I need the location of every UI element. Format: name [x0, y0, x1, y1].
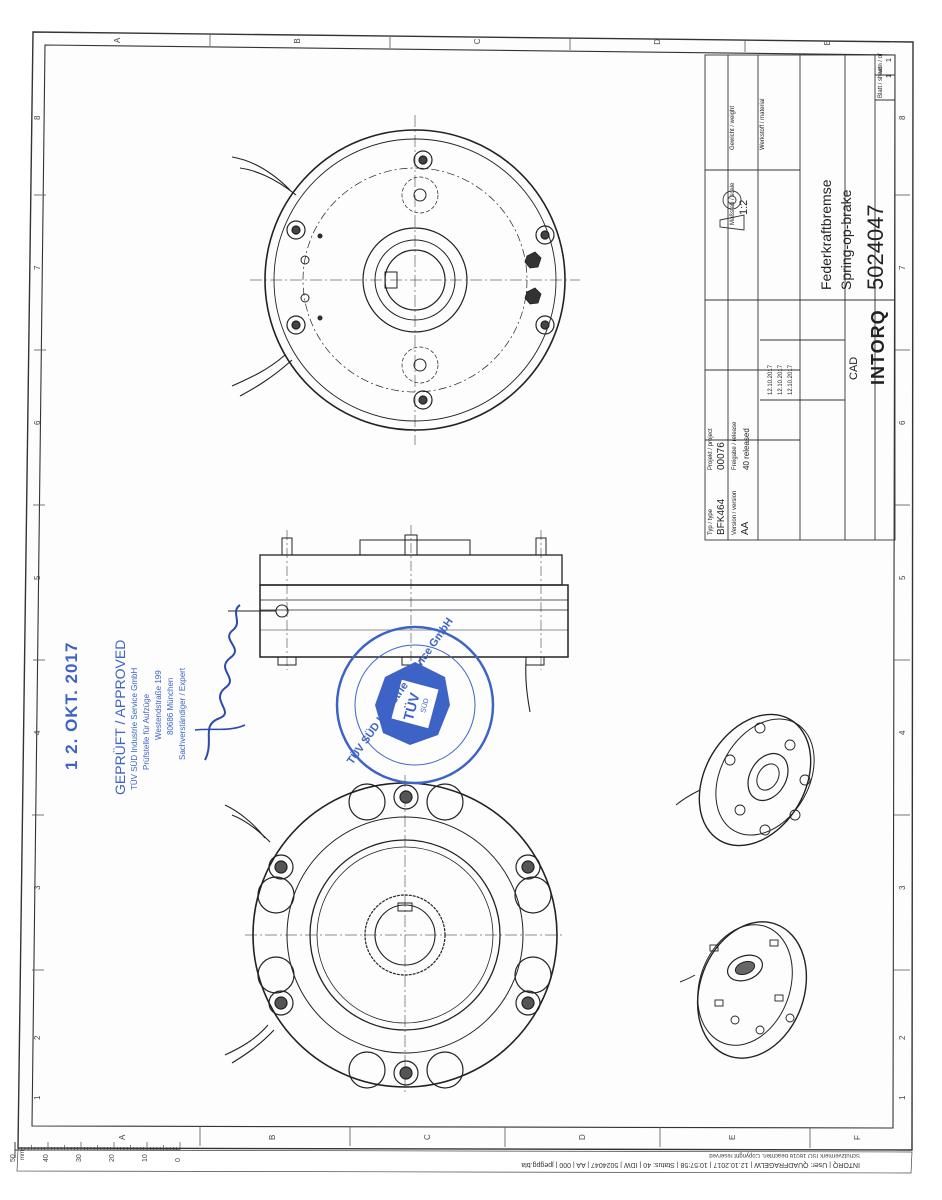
- frame-number-right: 4: [898, 730, 907, 735]
- frame-letter-bottom: C: [423, 1134, 432, 1140]
- frame-letter-top: B: [293, 38, 302, 43]
- frame-letter-top: D: [653, 39, 662, 45]
- stamp-date: 1 2. OKT. 2017: [62, 641, 81, 770]
- date-checked: 12.10.2017: [778, 364, 784, 395]
- version-value: AA: [740, 521, 751, 535]
- frame-letter-bottom: B: [268, 1135, 277, 1140]
- project-label: Projekt / project: [708, 428, 714, 470]
- frame-number-left: 1: [33, 1095, 42, 1100]
- frame-letter-bottom: A: [118, 1134, 127, 1140]
- release-label: Freigabe / release: [732, 421, 738, 470]
- scale-value: 1:2: [738, 199, 750, 215]
- date-drawn: 12.10.2017: [768, 364, 774, 395]
- scale-label: Maßstab / scale: [730, 182, 736, 225]
- frame-letter-bottom: E: [728, 1135, 737, 1140]
- frame-number-left: 7: [33, 265, 42, 270]
- stamp-line-3: Westendstraße 199: [154, 670, 163, 740]
- ruler-tick-label: 10: [142, 1154, 149, 1162]
- title-description-de: Federkraftbremse: [818, 179, 834, 290]
- stamp-line-2: Prüfstelle für Aufzüge: [142, 693, 151, 770]
- frame-number-right: 5: [898, 575, 907, 580]
- version-label: Version / version: [732, 490, 738, 535]
- ruler-unit-label: mm: [20, 1150, 26, 1160]
- frame-number-right: 7: [898, 265, 907, 270]
- of-label: von / of: [878, 53, 884, 73]
- footer-strip: [16, 1149, 913, 1174]
- brake-iso-view-1: [675, 713, 815, 847]
- stamp-heading: GEPRÜFT / APPROVED: [112, 639, 128, 795]
- cad-label: CAD: [848, 356, 860, 380]
- frame-number-left: 6: [33, 420, 42, 425]
- title-description-en: Spring-op-brake: [838, 189, 854, 290]
- inner-frame: [31, 44, 896, 1129]
- frame-number-right: 6: [898, 420, 907, 425]
- brake-side-view: [228, 525, 569, 713]
- of-value: 1: [886, 58, 893, 62]
- frame-number-left: 3: [33, 885, 42, 890]
- ruler-tick-label: 40: [43, 1154, 50, 1162]
- footer-info: INTORQ | User: QUADFRAGELW | 12.10.2017 …: [521, 1161, 860, 1168]
- weight-label: Gewicht / weight: [730, 105, 736, 150]
- frame-number-left: 8: [33, 115, 42, 120]
- type-no-label: Typ / type: [708, 508, 714, 535]
- outer-frame: [17, 31, 914, 1151]
- date-approved: 12.10.2017: [788, 364, 794, 395]
- stamp-line-1: TÜV SÜD Industrie Service GmbH: [130, 667, 139, 790]
- frame-letter-top: E: [823, 40, 832, 45]
- frame-number-right: 3: [898, 885, 907, 890]
- project-value: 00076: [716, 442, 727, 470]
- company-logo: INTORQ: [868, 309, 888, 385]
- frame-letter-bottom: D: [578, 1134, 587, 1140]
- release-value: 40 released: [742, 428, 751, 470]
- frame-number-right: 1: [898, 1095, 907, 1100]
- ruler-tick-label: 30: [76, 1154, 83, 1162]
- frame-letter-bottom: F: [853, 1135, 862, 1140]
- frame-letter-top: C: [473, 38, 482, 44]
- sheet-value: 1: [886, 74, 893, 78]
- ruler-tick-label: 50: [10, 1154, 17, 1162]
- frame-number-right: 2: [898, 1035, 907, 1040]
- drawing-number: 5024047: [863, 204, 888, 290]
- copyright-note: Schutzvermerk ISO 16016 beachten. Copyri…: [709, 1152, 860, 1158]
- brake-top-view: [231, 115, 580, 445]
- frame-number-left: 4: [33, 730, 42, 735]
- type-no-value: BFK464: [716, 498, 727, 535]
- title-block: [704, 54, 896, 541]
- stamp-line-4: 80686 München: [166, 677, 175, 735]
- tuv-stamp: [335, 625, 495, 785]
- frame-number-left: 5: [33, 575, 42, 580]
- ruler-tick-label: 20: [109, 1154, 116, 1162]
- frame-number-right: 8: [898, 115, 907, 120]
- brake-iso-view-2: [679, 921, 808, 1059]
- signature: [194, 604, 246, 761]
- frame-letter-top: A: [113, 37, 122, 43]
- brake-front-view: [224, 775, 565, 1095]
- frame-number-left: 2: [33, 1035, 42, 1040]
- ruler-tick-label: 0: [175, 1158, 182, 1162]
- material-label: Werkstoff / material: [760, 98, 766, 150]
